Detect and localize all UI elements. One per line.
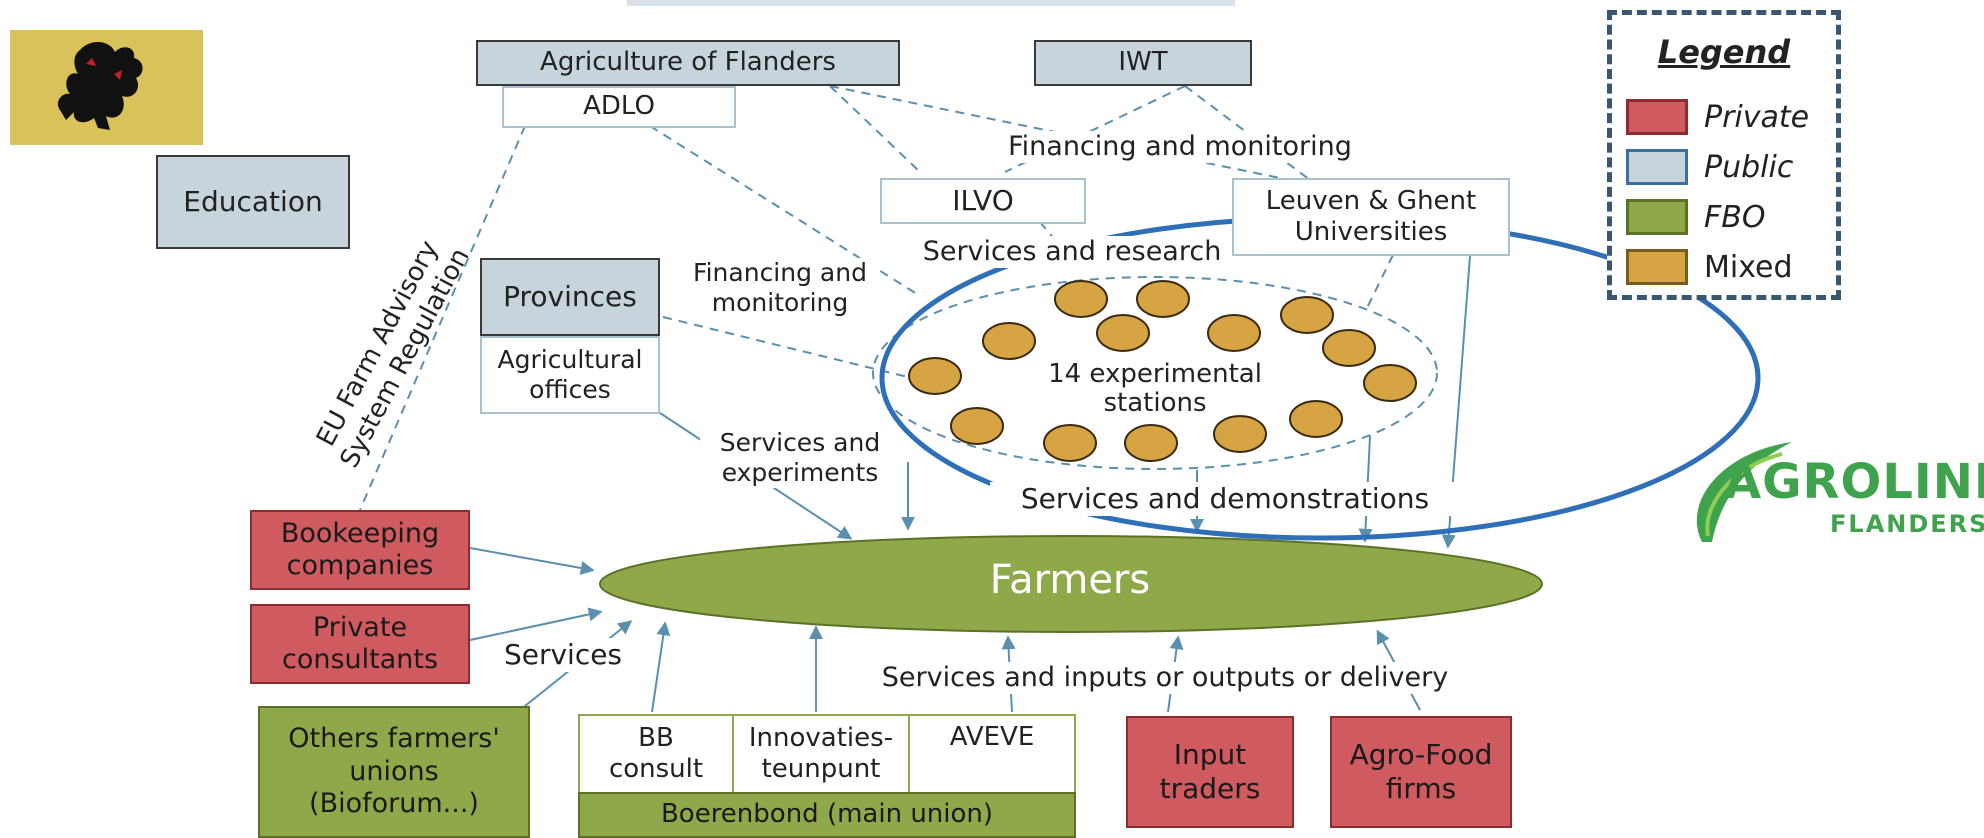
flemish-lion-flag-icon <box>10 30 203 145</box>
adlo-box: ADLO <box>502 86 736 128</box>
station-marker <box>1124 424 1178 462</box>
other-farmers-unions-box: Others farmers' unions (Bioforum...) <box>258 706 530 838</box>
station-marker <box>1213 415 1267 453</box>
financing-monitoring-label: Financing and monitoring <box>990 131 1370 164</box>
lion-icon <box>57 41 143 130</box>
station-marker <box>1054 280 1108 318</box>
private-swatch <box>1626 99 1688 135</box>
top-bar <box>627 0 1235 6</box>
legend-item-fbo: FBO <box>1626 199 1765 235</box>
services-label: Services <box>488 638 638 672</box>
station-marker <box>1207 314 1261 352</box>
station-marker <box>1280 296 1334 334</box>
services-research-label: Services and research <box>912 236 1232 269</box>
farmers-ellipse <box>599 535 1543 633</box>
services-demonstrations-label: Services and demonstrations <box>990 482 1460 516</box>
legend-item-public: Public <box>1626 149 1793 185</box>
education-box: Education <box>156 155 350 249</box>
bb-consult-box: BB consult <box>578 714 734 794</box>
legend-item-private: Private <box>1626 99 1809 135</box>
station-marker <box>1289 400 1343 438</box>
station-marker <box>1096 314 1150 352</box>
legend-label-fbo: FBO <box>1704 199 1766 235</box>
fbo-swatch <box>1626 199 1688 235</box>
iwt-box: IWT <box>1034 40 1252 86</box>
station-marker <box>1322 329 1376 367</box>
station-marker <box>908 357 962 395</box>
station-marker <box>1363 364 1417 402</box>
innovatiesteunpunt-box: Innovaties- teunpunt <box>732 714 910 794</box>
boerenbond-box: Boerenbond (main union) <box>578 792 1076 838</box>
agrolink-swoosh-icon <box>1696 442 1792 542</box>
ilvo-box: ILVO <box>880 178 1086 224</box>
agriculture-of-flanders-box: Agriculture of Flanders <box>476 40 900 86</box>
input-traders-box: Input traders <box>1126 716 1294 828</box>
services-inputs-outputs-label: Services and inputs or outputs or delive… <box>860 662 1470 695</box>
agro-food-firms-box: Agro-Food firms <box>1330 716 1512 828</box>
legend-label-mixed: Mixed <box>1704 249 1793 285</box>
financing-monitoring-provinces-label: Financing and monitoring <box>680 258 880 318</box>
legend: Legend Private Public FBO Mixed <box>1607 10 1841 300</box>
agrolink-logo: AGROLINK FLANDERS <box>1682 432 1984 552</box>
legend-label-private: Private <box>1704 99 1810 135</box>
private-consultants-box: Private consultants <box>250 604 470 684</box>
universities-box: Leuven & Ghent Universities <box>1232 178 1510 256</box>
provinces-box: Provinces <box>480 258 660 336</box>
agrolink-wordmark: AGROLINK <box>1724 454 1984 510</box>
legend-item-mixed: Mixed <box>1626 249 1793 285</box>
agricultural-offices-box: Agricultural offices <box>480 336 660 414</box>
station-marker <box>1136 280 1190 318</box>
station-marker <box>1043 424 1097 462</box>
aveve-box: AVEVE <box>908 714 1076 794</box>
services-experiments-label: Services and experiments <box>700 428 900 488</box>
legend-title: Legend <box>1657 33 1791 71</box>
legend-label-public: Public <box>1704 149 1794 185</box>
agrolink-subtitle: FLANDERS <box>1830 510 1984 538</box>
farmers-label: Farmers <box>989 557 1151 603</box>
station-marker <box>982 322 1036 360</box>
station-marker <box>950 407 1004 445</box>
experimental-station-markers <box>908 280 1417 462</box>
public-swatch <box>1626 149 1688 185</box>
mixed-swatch <box>1626 249 1688 285</box>
bookeeping-companies-box: Bookeeping companies <box>250 510 470 590</box>
experimental-stations-label: 14 experimental stations <box>1048 359 1262 418</box>
